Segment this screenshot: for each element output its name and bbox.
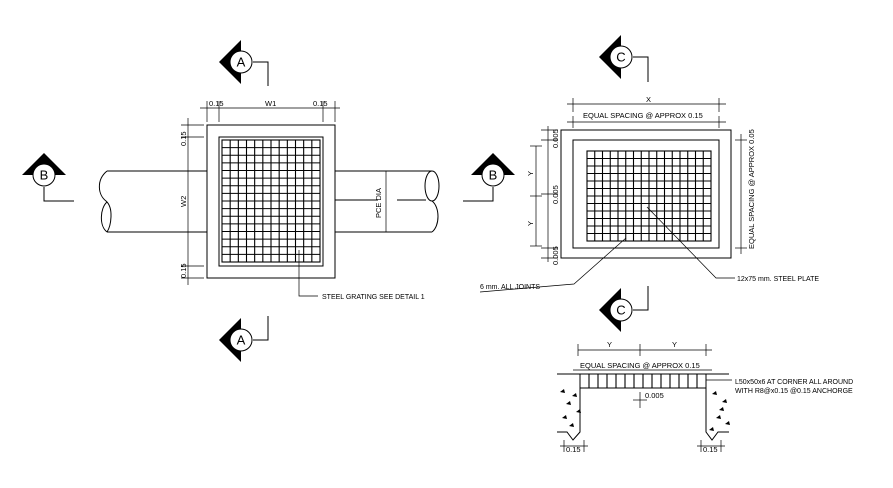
section-dim-mid: 0.005 [645,391,664,400]
plan-outer-frame [206,124,336,279]
marker-label: B [40,168,49,183]
section-markers: A A B B C C [22,35,649,362]
marker-circle [481,163,505,187]
section-marker-b-right: B [463,153,515,202]
hatch-mark [725,421,730,425]
section-marker-b-left: B [22,153,74,202]
plan-dim-top-left: 0.15 [209,99,224,108]
marker-label: B [489,168,498,183]
detail-x-dimension: X EQUAL SPACING @ APPROX 0.15 [567,95,726,128]
marker-circle [229,50,253,74]
plan-dim-left-mid: W2 [179,196,188,207]
marker-label: A [237,55,246,70]
marker-circle [609,45,633,69]
hatch-mark [569,423,574,427]
plan-view: 0.15 W1 0.15 0.15 W2 0.15 PCE DIA STEEL … [98,99,440,301]
section-right-wall [705,373,729,441]
joints-note: 6 mm. ALL JOINTS [480,284,540,291]
detail-outer-frame [560,129,732,259]
joints-leader [479,237,627,293]
hatch-mark [566,401,571,405]
section-dim-bottom-right: 0.15 [703,445,718,454]
marker-circle [32,163,56,187]
plan-top-dimension: 0.15 W1 0.15 [200,99,340,122]
marker-leader [253,61,269,86]
detail-dim-left-mid: 0.005 [551,185,560,204]
hatch-mark [709,427,714,431]
hatch-mark [722,399,727,403]
plate-note: 12x75 mm. STEEL PLATE [737,276,819,283]
marker-leader [43,187,74,202]
angle-note-line2: WITH R8@x0.15 @0.15 ANCHORGE [735,388,853,395]
detail-dim-left-bottom: 0.005 [551,246,560,265]
plan-inner-frame [218,136,324,267]
marker-label: C [616,303,625,318]
marker-leader [253,316,269,341]
detail-side-dimension: EQUAL SPACING @ APPROX 0.05 [735,129,756,254]
hatch-mark [560,389,565,393]
detail-inner-frame [572,139,720,249]
detail-spacing-top: EQUAL SPACING @ APPROX 0.15 [583,111,703,120]
section-dim-y-left: Y [607,340,612,349]
plan-dim-left-bottom: 0.15 [179,263,188,278]
section-view: Y Y EQUAL SPACING @ APPROX 0.15 0.005 L5… [557,340,853,454]
detail-dim-left-top: 0.005 [551,129,560,148]
section-dim-y-right: Y [672,340,677,349]
hatch-mark [719,407,724,411]
plan-dim-top-center: W1 [265,99,276,108]
hatch-mark [562,415,567,419]
hatch-mark [572,393,577,397]
pipe-diameter-label: PCE DIA [374,188,383,218]
marker-leader [633,286,649,311]
detail-left-dimension: 0.005 0.005 0.005 Y Y [526,126,560,265]
marker-circle [609,298,633,322]
detail-view: X EQUAL SPACING @ APPROX 0.15 EQUAL SPAC… [479,95,819,293]
detail-grating [586,150,712,242]
marker-leader [463,187,494,202]
section-grating-bars [588,374,698,388]
section-marker-c-bottom: C [599,286,649,332]
section-left-wall [557,373,581,441]
detail-dim-x: X [646,95,651,104]
marker-label: A [237,333,246,348]
detail-spacing-side: EQUAL SPACING @ APPROX 0.05 [747,129,756,249]
section-marker-c-top: C [599,35,649,82]
section-marker-a-top: A [219,40,269,86]
detail-dim-y-upper: Y [526,171,535,176]
hatch-mark [576,409,581,413]
grating-note: STEEL GRATING SEE DETAIL 1 [322,294,425,301]
section-spacing: EQUAL SPACING @ APPROX 0.15 [580,361,700,370]
hatch-mark [712,391,717,395]
plan-left-dimension: 0.15 W2 0.15 [179,118,204,285]
pipe-right [335,170,440,233]
hatch-mark [716,415,721,419]
section-dim-bottom-left: 0.15 [566,445,581,454]
plate-leader [646,206,735,279]
detail-dim-y-lower: Y [526,221,535,226]
angle-note-line1: L50x50x6 AT CORNER ALL AROUND [735,379,853,386]
grating-leader [298,250,318,297]
plan-grating [221,139,321,263]
plan-dim-top-right: 0.15 [313,99,328,108]
concrete-hatch [560,389,730,431]
pipe-left [98,170,207,233]
marker-circle [229,328,253,352]
section-marker-a-bottom: A [219,316,269,362]
marker-label: C [616,50,625,65]
plan-dim-left-top: 0.15 [179,131,188,146]
marker-leader [633,56,649,82]
